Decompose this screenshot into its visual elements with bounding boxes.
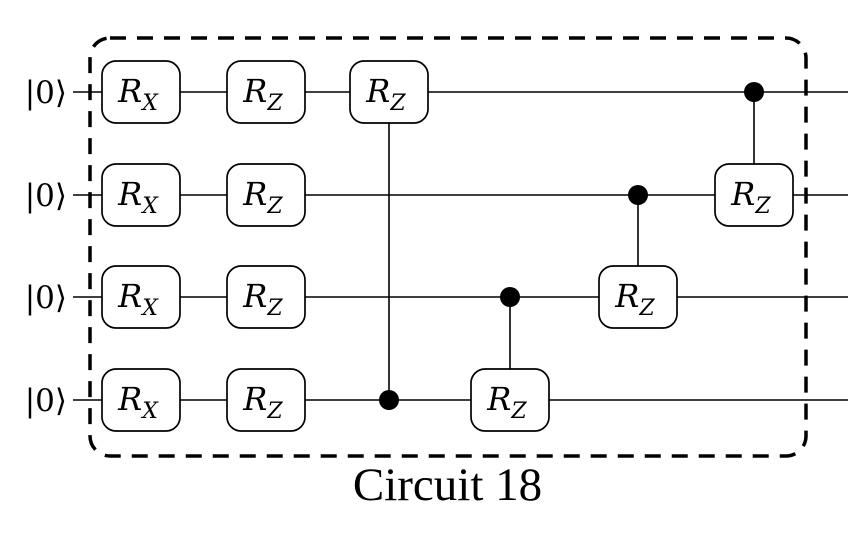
gate-rx-q2-box (101, 265, 181, 329)
gate-rx-q0-label: RX (117, 72, 159, 116)
control-dot-q2 (500, 287, 520, 307)
qubit-ket-label-0: |0⟩ (25, 75, 67, 111)
gate-rz-q2-box (226, 265, 306, 329)
qubit-ket-label-2: |0⟩ (25, 280, 67, 316)
gate-crz-target-q3-box (470, 368, 550, 432)
figure-caption: Circuit 18 (352, 459, 543, 511)
gate-rz-q3-box (226, 368, 306, 432)
gate-rz-q0-box (226, 60, 306, 124)
gate-crz-target-q2-label: RZ (614, 277, 655, 321)
gate-crz-target-q0-label: RZ (365, 72, 406, 116)
circuit-boundary (88, 36, 808, 458)
gate-rx-q2-label: RX (117, 277, 159, 321)
gate-crz-target-q2-box (598, 265, 678, 329)
gate-crz-target-q3-label: RZ (486, 380, 527, 424)
gate-crz-target-q0-box (349, 60, 429, 124)
gate-rx-q3-box (101, 368, 181, 432)
gate-rz-q3-label: RZ (242, 380, 283, 424)
qubit-ket-label-1: |0⟩ (25, 178, 67, 214)
control-dot-q3 (379, 390, 399, 410)
gate-crz-target-q1-label: RZ (730, 175, 771, 219)
qubit-ket-label-3: |0⟩ (25, 383, 67, 419)
gate-rx-q3-label: RX (117, 380, 159, 424)
gate-rz-q2-label: RZ (242, 277, 283, 321)
gate-crz-target-q1-box (714, 163, 794, 227)
gate-rz-q0-label: RZ (242, 72, 283, 116)
gate-rx-q1-label: RX (117, 175, 159, 219)
gate-rz-q1-label: RZ (242, 175, 283, 219)
gate-rz-q1-box (226, 163, 306, 227)
gate-rx-q1-box (101, 163, 181, 227)
gate-rx-q0-box (101, 60, 181, 124)
control-dot-q0 (744, 82, 764, 102)
control-dot-q1 (628, 185, 648, 205)
